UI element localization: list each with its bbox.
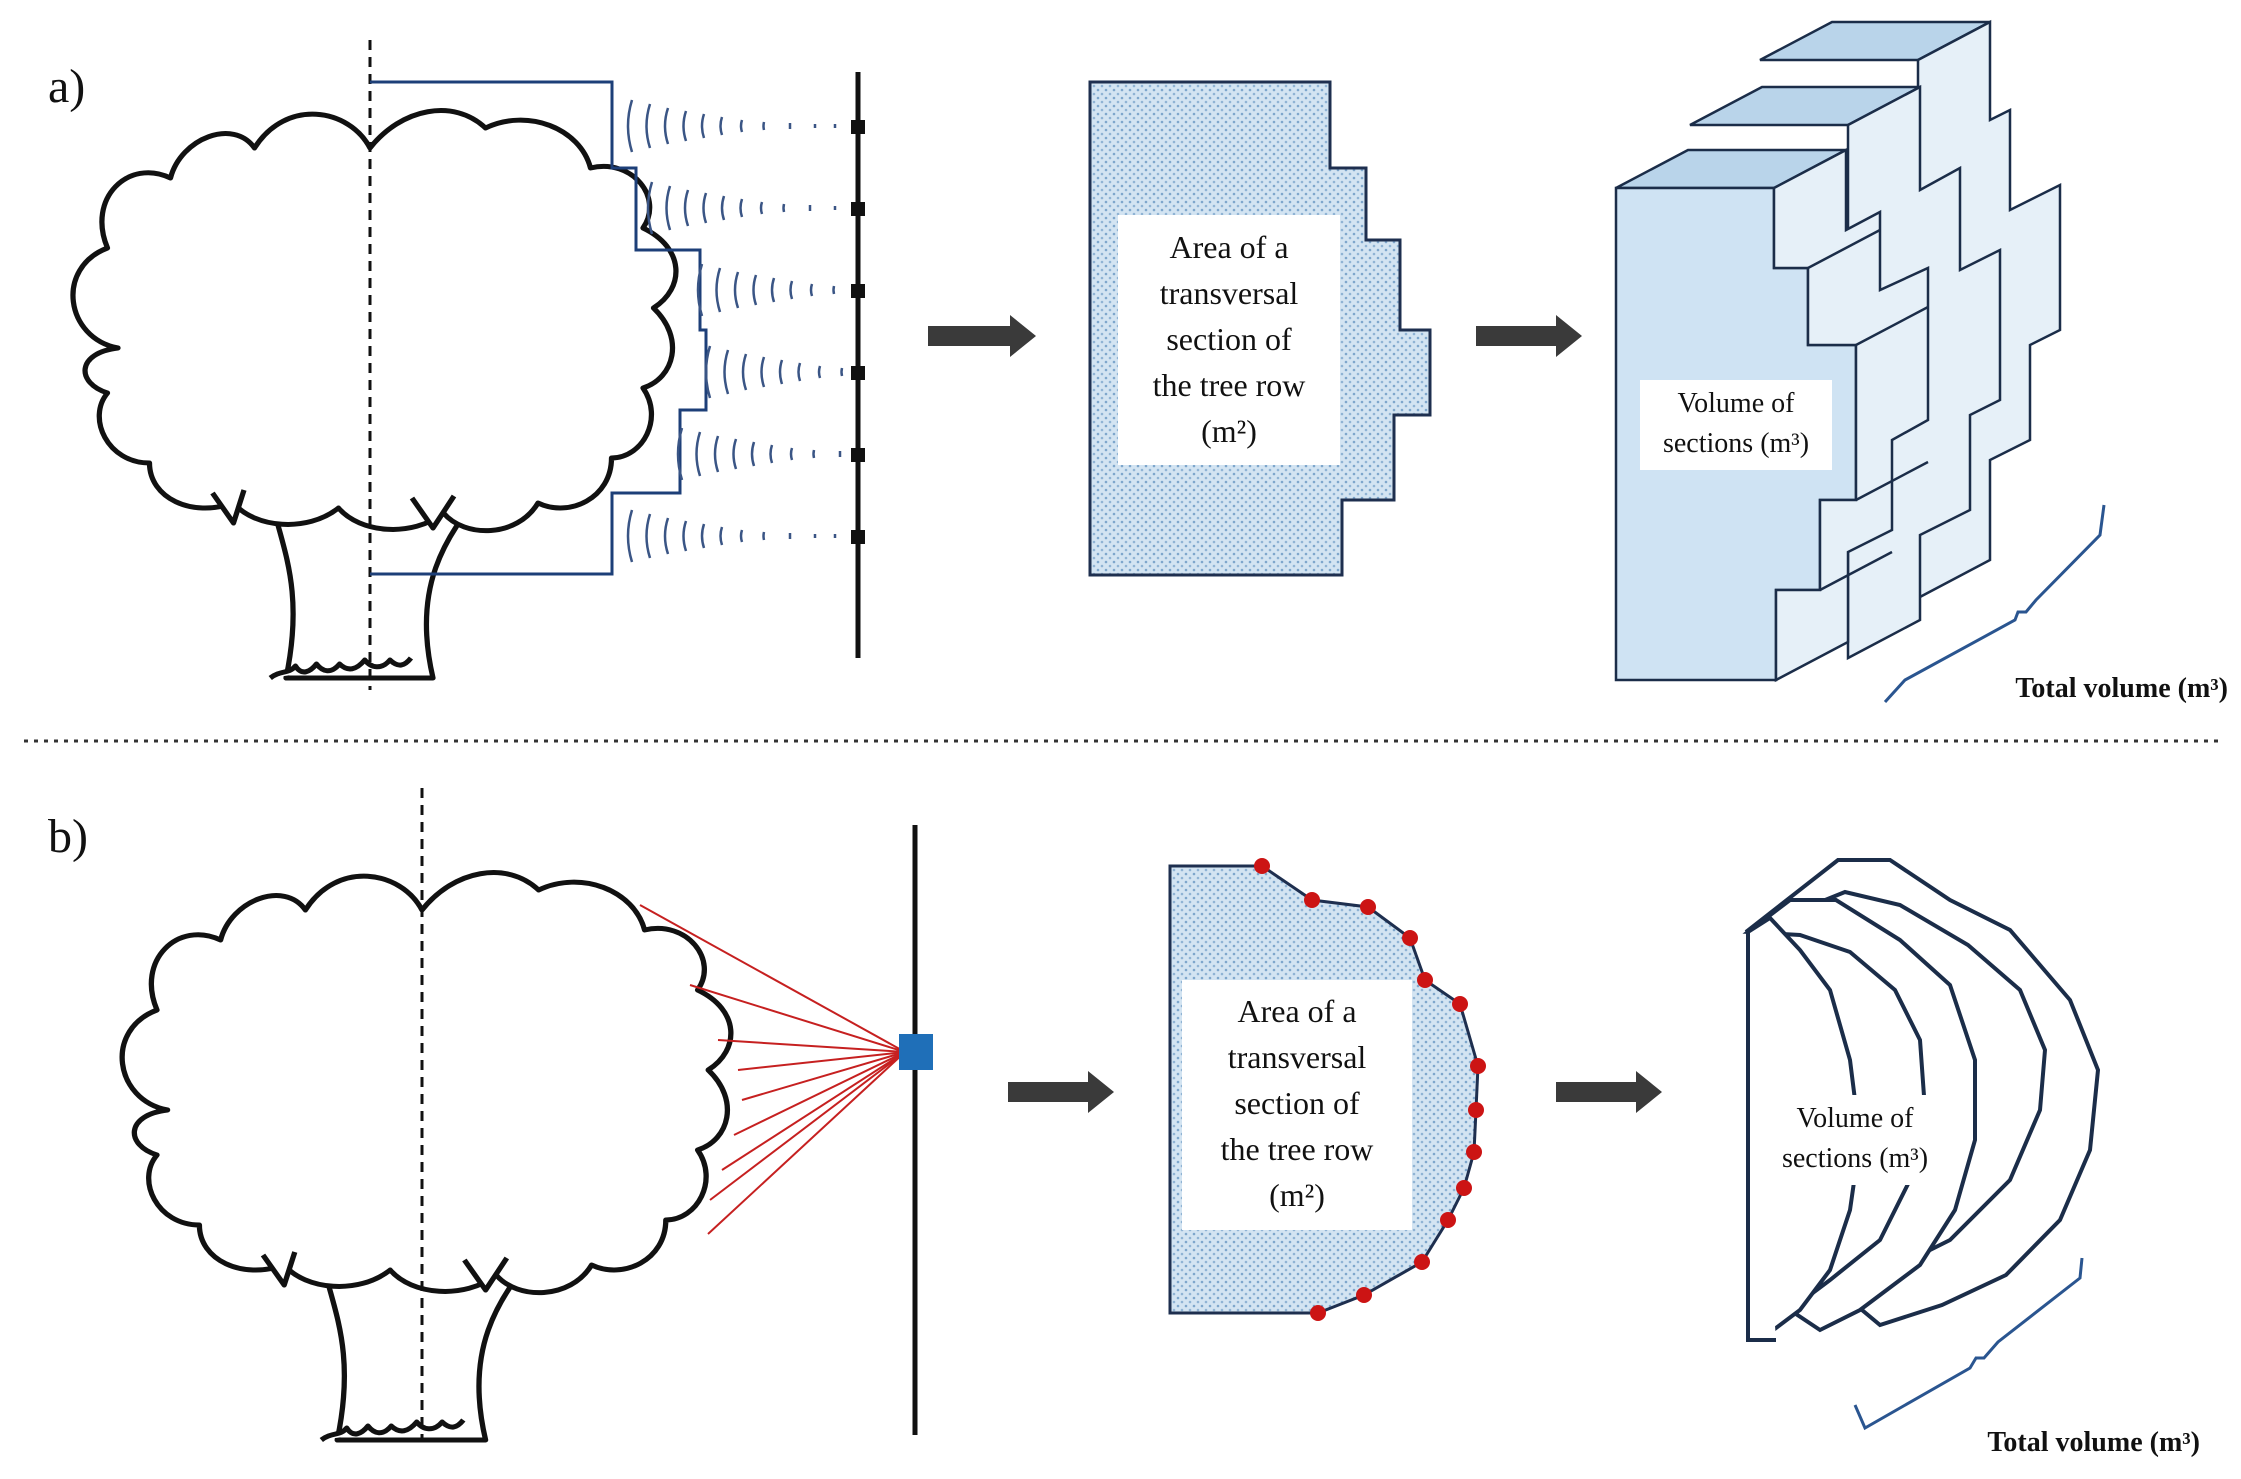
area-label-line: the tree row: [1221, 1131, 1374, 1167]
panel-a-label: a): [48, 60, 85, 113]
area-label-line: Area of a: [1237, 993, 1356, 1029]
area-label-line: transversal: [1228, 1039, 1367, 1075]
volume-label-box: [1760, 1095, 1950, 1185]
lidar-laser-rays: [639, 904, 906, 1235]
panel-b: b) Area of a transversal section: [48, 788, 2200, 1458]
area-label-line: (m²): [1201, 413, 1257, 449]
arrow-right-icon: [1476, 315, 1582, 357]
area-label-line: transversal: [1160, 275, 1299, 311]
volume-label-line: Volume of: [1797, 1103, 1915, 1134]
area-label-line: Area of a: [1169, 229, 1288, 265]
area-label-box: [1182, 980, 1412, 1230]
lidar-points: [1254, 858, 1486, 1321]
arrow-right-icon: [1008, 1071, 1114, 1113]
volume-sections-3d: [1614, 19, 2062, 683]
total-volume-brace: [1883, 504, 2106, 704]
total-volume-label: Total volume (m³): [2015, 673, 2228, 704]
arrow-right-icon: [928, 315, 1036, 357]
volume-label-line: Volume of: [1678, 388, 1796, 419]
total-volume-label: Total volume (m³): [1987, 1427, 2200, 1458]
tree-icon: [73, 111, 676, 678]
lidar-sensor-icon: [899, 1034, 933, 1070]
arrow-right-icon: [1556, 1071, 1662, 1113]
volume-label-box: [1640, 380, 1832, 470]
area-label: Area of a transversal section of the tre…: [1153, 229, 1306, 449]
volume-label-line: sections (m³): [1782, 1143, 1928, 1174]
panel-a: a): [48, 19, 2228, 704]
volume-label-line: sections (m³): [1663, 428, 1809, 459]
panel-b-label: b): [48, 810, 88, 863]
total-volume-brace: [1853, 1257, 2084, 1431]
area-label-box: [1118, 215, 1340, 465]
ultrasonic-sensor-icon: [851, 120, 865, 544]
canopy-profile: [370, 80, 708, 576]
area-label-line: section of: [1166, 321, 1292, 357]
ultrasonic-waves: [626, 99, 844, 563]
area-label-line: the tree row: [1153, 367, 1306, 403]
tree-icon: [122, 873, 731, 1440]
area-label: Area of a transversal section of the tre…: [1221, 993, 1374, 1213]
area-label-line: (m²): [1269, 1177, 1325, 1213]
area-label-line: section of: [1234, 1085, 1360, 1121]
